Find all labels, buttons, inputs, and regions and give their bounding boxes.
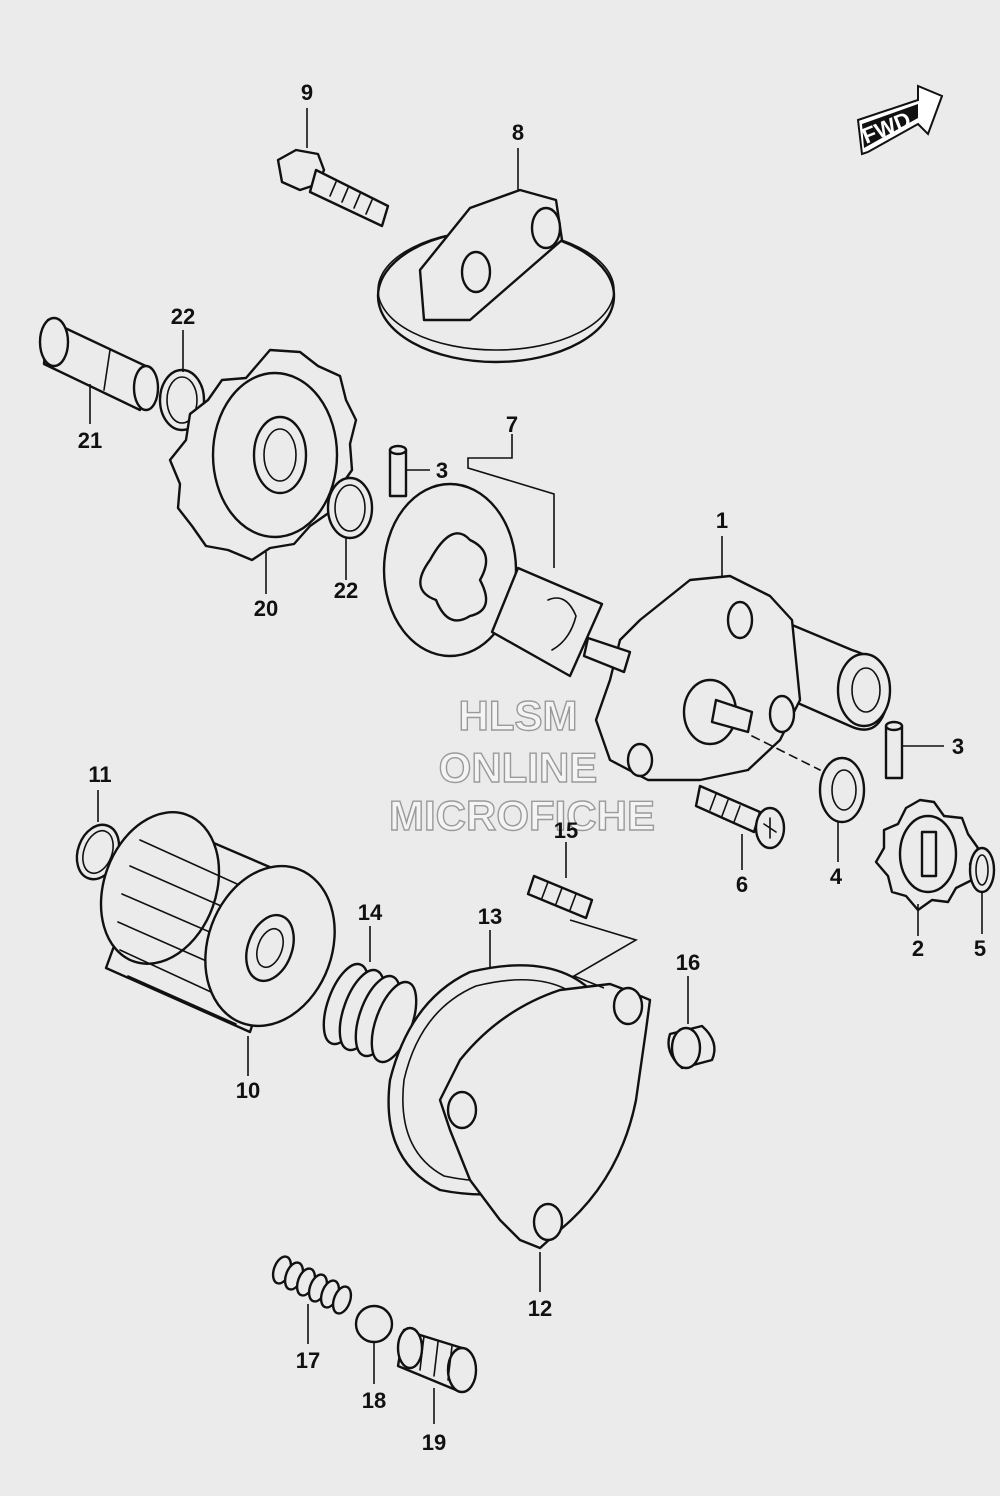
part-14-spring: [322, 962, 418, 1064]
callout-13: 13: [478, 904, 502, 929]
callout-1: 1: [716, 508, 728, 533]
fwd-arrow-icon: FWD: [856, 84, 944, 156]
part-17-spring: [271, 1255, 353, 1315]
part-22-circlip-lower: [326, 476, 374, 540]
callout-14: 14: [358, 900, 383, 925]
part-8-cover: [376, 188, 616, 364]
callout-5: 5: [974, 936, 986, 961]
callout-9: 9: [301, 80, 313, 105]
callout-3-lower: 3: [952, 734, 964, 759]
watermark-line-3: MICROFICHE: [389, 792, 655, 839]
part-9-bolt: [276, 148, 390, 228]
callout-10: 10: [236, 1078, 260, 1103]
part-3-pin-upper: [388, 444, 408, 498]
part-12-filter-cover: [438, 982, 652, 1250]
part-20-gear: [168, 348, 358, 562]
callout-19: 19: [422, 1430, 446, 1455]
callout-18: 18: [362, 1388, 386, 1413]
part-6-screw: [694, 784, 786, 850]
part-7-rotor-set: [382, 482, 604, 678]
callout-15: 15: [554, 818, 578, 843]
part-2-gear: [874, 798, 980, 912]
part-4-washer: [818, 756, 866, 824]
watermark-line-2: ONLINE: [439, 744, 598, 791]
part-5-circlip: [968, 846, 996, 894]
part-18-ball: [354, 1304, 394, 1344]
callout-17: 17: [296, 1348, 320, 1373]
callout-6: 6: [736, 872, 748, 897]
part-10-oil-filter: [99, 811, 336, 1034]
shaft-centerline: [751, 735, 821, 771]
callout-12: 12: [528, 1296, 552, 1321]
watermark: HLSM ONLINE MICROFICHE: [388, 691, 655, 839]
callout-4: 4: [830, 864, 843, 889]
callout-21: 21: [78, 428, 102, 453]
callout-labels: 9 8 22 21 7 3 22 20 1 3 11 15 6 4 2 5 14…: [78, 80, 986, 1455]
callout-11: 11: [88, 762, 111, 787]
part-1-pump-body: [582, 574, 892, 782]
watermark-line-1: HLSM: [459, 692, 578, 739]
part-21-shaft: [38, 316, 160, 412]
callout-20: 20: [254, 596, 278, 621]
leader-lines: [89, 108, 983, 1424]
callout-22-upper: 22: [171, 304, 195, 329]
callout-2: 2: [912, 936, 924, 961]
callout-3-upper: 3: [436, 458, 448, 483]
part-15-stud: [526, 874, 594, 920]
callout-7: 7: [506, 412, 518, 437]
callout-22-lower: 22: [334, 578, 358, 603]
part-3-pin-lower: [884, 720, 904, 780]
part-16-cap-nut: [667, 1024, 716, 1070]
callout-16: 16: [676, 950, 700, 975]
part-19-plug: [396, 1326, 478, 1394]
callout-8: 8: [512, 120, 524, 145]
